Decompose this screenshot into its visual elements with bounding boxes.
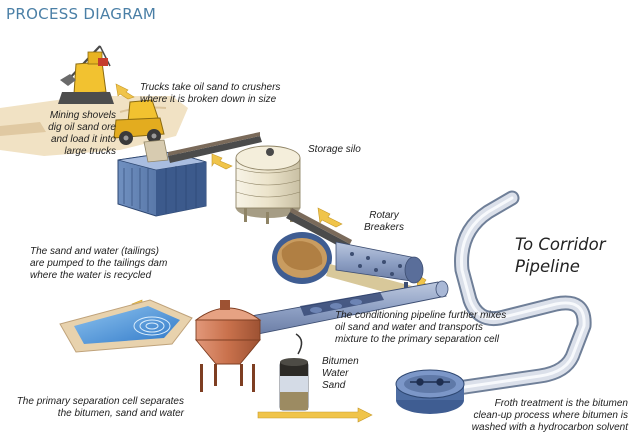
label-bitumen-water-sand: Bitumen Water Sand (322, 356, 359, 392)
bitumen-line-3: Sand (322, 380, 346, 391)
froth-line-2: clean-up process where bitumen is (473, 410, 628, 421)
label-mining-shovels: Mining shovels dig oil sand ore and load… (20, 110, 116, 158)
mining-line-4: large trucks (64, 146, 116, 157)
mining-line-2: dig oil sand ore (48, 122, 116, 133)
label-primary-separation: The primary separation cell separates th… (4, 396, 184, 420)
corridor-line-1: To Corridor (515, 235, 606, 254)
label-froth-treatment: Froth treatment is the bitumen clean-up … (438, 398, 628, 434)
conveyor-to-breakers (286, 208, 352, 250)
label-trucks: Trucks take oil sand to crushers where i… (140, 82, 280, 106)
storage-silo (235, 145, 301, 224)
primary-line-2: the bitumen, sand and water (57, 408, 184, 419)
sample-jar-icon (279, 333, 309, 411)
conditioning-line-1: The conditioning pipeline further mixes (335, 310, 507, 321)
primary-line-1: The primary separation cell separates (16, 396, 184, 407)
arrow-silo-to-breakers (317, 207, 343, 228)
label-tailings: The sand and water (tailings) are pumped… (30, 246, 167, 282)
mining-line-1: Mining shovels (49, 110, 116, 121)
froth-line-3: washed with a hydrocarbon solvent (471, 422, 628, 433)
mining-shovel-icon (58, 45, 114, 104)
arrow-crusher-to-silo (211, 153, 233, 170)
tailings-line-2: are pumped to the tailings dam (30, 258, 168, 269)
primary-separation-cell (194, 300, 262, 392)
tailings-line-3: where the water is recycled (30, 270, 152, 281)
trucks-line-1: Trucks take oil sand to crushers (140, 82, 281, 93)
bitumen-line-1: Bitumen (322, 356, 359, 367)
corridor-pipeline (450, 190, 592, 396)
breakers-line-1: Rotary (369, 210, 399, 221)
conditioning-line-3: mixture to the primary separation cell (335, 334, 499, 345)
conveyor-to-silo (168, 132, 262, 163)
label-rotary-breakers: Rotary Breakers (356, 210, 412, 234)
arrow-shovel-to-truck (115, 83, 135, 100)
corridor-line-2: Pipeline (515, 257, 580, 276)
diagram-title: PROCESS DIAGRAM (6, 5, 157, 23)
bitumen-line-2: Water (322, 368, 349, 379)
breakers-line-2: Breakers (363, 222, 404, 233)
mining-line-3: and load it into (50, 134, 116, 145)
froth-line-1: Froth treatment is the bitumen (494, 398, 628, 409)
haul-truck-icon (113, 99, 165, 145)
froth-treatment-tank (395, 369, 465, 414)
label-storage-silo: Storage silo (308, 144, 361, 155)
label-corridor-pipeline: To Corridor Pipeline (515, 234, 606, 278)
conditioning-line-2: oil sand and water and transports (335, 322, 483, 333)
tailings-line-1: The sand and water (tailings) (30, 246, 159, 257)
tailings-pond (59, 299, 193, 353)
crusher-building (117, 139, 207, 217)
rotary-breakers (272, 232, 424, 298)
arrow-to-froth (257, 407, 373, 423)
label-conditioning-pipeline: The conditioning pipeline further mixes … (335, 310, 506, 346)
trucks-line-2: where it is broken down in size (140, 94, 277, 105)
